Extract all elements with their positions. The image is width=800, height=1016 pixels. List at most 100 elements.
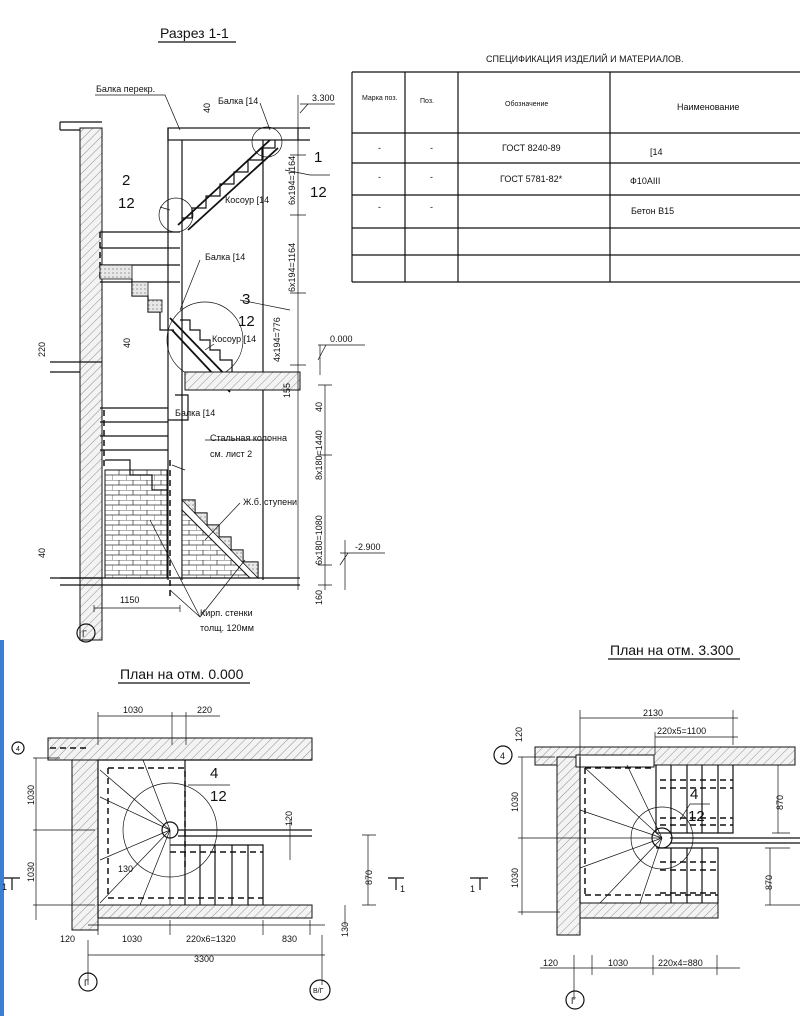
axis-marker-4 [11,741,25,755]
axis-marker-4 [493,745,513,765]
dim-total-3300: 3300 [194,954,214,964]
callout-3-number: 3 [242,291,250,308]
label-brick-1: Кирп. стенки [200,608,253,618]
dim-flight-5: 6x180=1080 [314,515,324,565]
dim-40-top: 40 [202,103,212,113]
dim-slab-155: 155 [282,383,292,398]
elevation-3300: 3.300 [312,93,335,103]
dim-flight-3: 4x194=776 [272,317,282,362]
table-row: - - ГОСТ 5781-82* Ф10АIII [378,172,660,186]
elevation-minus-2900: -2.900 [355,542,381,552]
dim-top-2130: 2130 [643,708,663,718]
dim-40-left: 40 [37,548,47,558]
callout-1-sheet: 12 [310,184,327,201]
dim-left-1030-b: 1030 [26,862,36,882]
dim-40-low: 40 [314,402,324,412]
dim-top-220: 220 [197,705,212,715]
cell: - [430,172,433,182]
left-wall [79,127,103,641]
header-pos: Поз. [420,98,434,105]
cell: - [378,143,381,153]
dim-130-right: 130 [340,922,350,937]
dim-left-120: 120 [514,727,524,742]
plan3300-callout-number: 4 [690,786,698,803]
floor-beam [167,127,299,141]
window-edge [0,640,4,1016]
axis-label-4: 4 [500,751,505,761]
dim-bottom-1030: 1030 [608,958,628,968]
callout-1-number: 1 [314,149,322,166]
label-stringer-mid: Косоур [14 [212,334,256,344]
axis-label-g: Г [571,996,576,1006]
table-row: - - Бетон В15 [378,202,674,216]
label-column-1: Стальная колонна [210,433,287,443]
dim-top-1100: 220x5=1100 [657,726,706,736]
label-stringer-top: Косоур [14 [225,195,269,205]
axis-label-g: Г [84,978,89,988]
plan-0000-title: План на отм. 0.000 [120,666,244,682]
spec-table: СПЕЦИФИКАЦИЯ ИЗДЕЛИЙ И МАТЕРИАЛОВ. Марка… [351,53,800,283]
section-title: Разрез 1-1 [160,25,229,41]
dim-bottom-830: 830 [282,934,297,944]
label-beam-top: Балка [14 [218,96,258,106]
axis-label-vg: В/Г [313,988,324,995]
dim-870-a: 870 [775,795,785,810]
cell: ГОСТ 5781-82* [500,174,563,184]
wall-bottom [97,904,313,919]
wall-left [556,756,581,936]
header-designation: Обозначение [505,100,548,108]
elevation-0000: 0.000 [330,334,353,344]
axis-marker-g [78,972,98,992]
label-rc-steps: Ж.б. ступени [243,497,297,507]
dim-220: 220 [37,342,47,357]
header-name: Наименование [677,102,739,112]
wall-left [71,759,99,931]
dim-flight-4: 8x180=1440 [314,430,324,480]
label-brick-2: толщ. 120мм [200,623,254,633]
plan0-callout-number: 4 [210,765,218,782]
dim-bottom-120: 120 [60,934,75,944]
spec-table-title: СПЕЦИФИКАЦИЯ ИЗДЕЛИЙ И МАТЕРИАЛОВ. [486,53,683,64]
steel-column [161,821,179,839]
callout-circle-4 [122,782,218,878]
dim-bottom-120: 120 [543,958,558,968]
dim-1150: 1150 [120,595,139,605]
label-beam-floor: Балка перекр. [96,84,155,94]
axis-label-g: Г [82,629,87,639]
label-beam-low: Балка [14 [175,408,215,418]
wall-top [47,737,313,761]
callout-3-sheet: 12 [238,313,255,330]
callout-2-number: 2 [122,172,130,189]
dim-top-1030: 1030 [123,705,143,715]
dim-left-1030-a: 1030 [510,792,520,812]
cut-mark-left: 1 [2,882,7,892]
section-1-1: Разрез 1-1 Балка перекр. [37,25,385,643]
table-row: - - ГОСТ 8240-89 [14 [378,143,663,157]
dim-130: 130 [118,864,133,874]
cell: - [430,143,433,153]
dim-bottom-1030: 1030 [122,934,142,944]
cut-mark-right: 1 [400,884,405,894]
dim-bottom-1320: 220x6=1320 [186,934,236,944]
dim-870-b: 870 [764,875,774,890]
cell: - [378,202,381,212]
cell: - [378,172,381,182]
dim-870: 870 [364,870,374,885]
cell: ГОСТ 8240-89 [502,143,561,153]
plan-3300-title: План на отм. 3.300 [610,642,734,658]
axis-marker-vg [309,979,331,1001]
cell: Ф10АIII [630,176,660,186]
axis-marker-g [565,990,585,1010]
dim-left-1030-b: 1030 [510,868,520,888]
dim-flight-2: 6x194=1164 [287,243,297,292]
callout-2-sheet: 12 [118,195,135,212]
axis-marker-g [76,623,96,643]
dim-40-mid: 40 [122,338,132,348]
dim-160: 160 [314,590,324,605]
plan-3300: План на отм. 3.300 4 12 2130 220x5=1100 … [470,642,800,1010]
dim-left-1030-a: 1030 [26,785,36,805]
plan3300-callout-sheet: 12 [688,808,705,825]
callout-circle-1 [251,126,283,158]
plan-0000: План на отм. 0.000 4 12 1030 220 1030 10… [2,666,405,1001]
